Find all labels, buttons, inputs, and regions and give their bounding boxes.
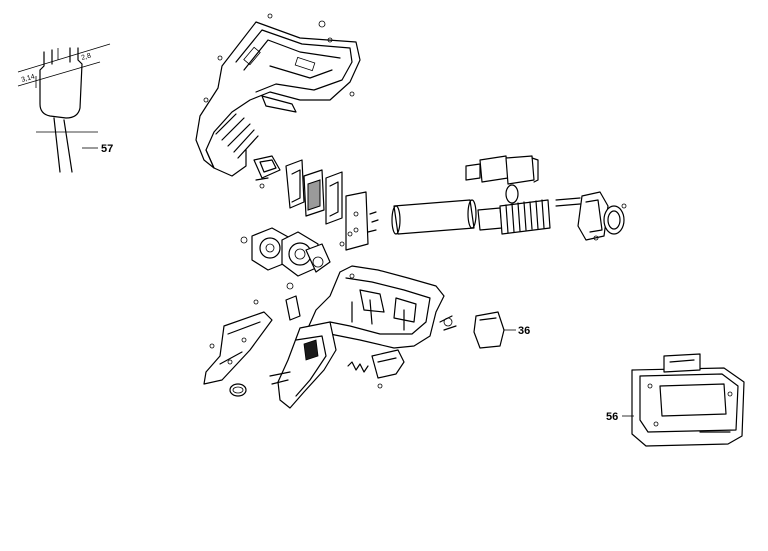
lower-housing-shell [269,265,457,409]
trigger-button [347,349,405,389]
callout-36: 36 [518,325,530,337]
callout-56: 56 [606,411,618,423]
callout-57: 57 [101,143,113,155]
fan-motor-assembly [240,227,353,277]
dimension-label-3-14: 3,14 [21,73,36,84]
grip-ribs [215,113,259,159]
upper-housing-shell [195,13,361,177]
carrying-case-56: 56 [606,353,745,447]
spiral-element [499,199,551,235]
nozzle-parts [391,155,627,241]
dimension-label-2-8: 2,8 [81,52,92,61]
mounting-plate [203,299,273,397]
end-cap-36: 36 [473,311,530,349]
probe-detail-57: 2,8 3,14 57 [17,43,113,173]
switch-block [253,155,281,189]
